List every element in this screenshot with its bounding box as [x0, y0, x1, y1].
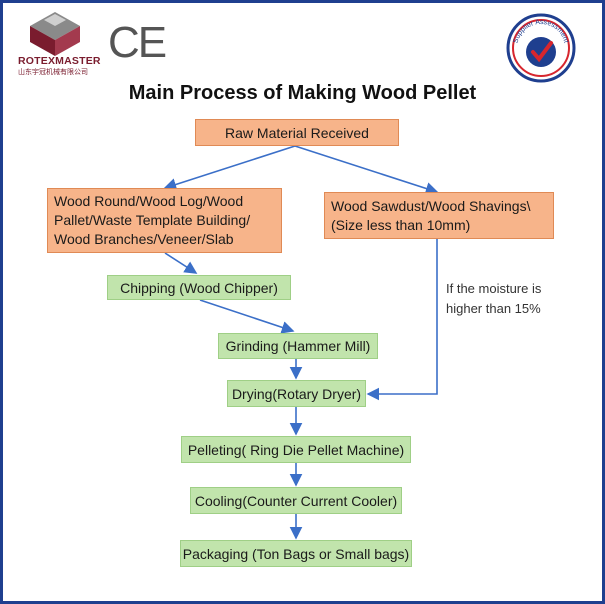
raw-material-box: Raw Material Received [195, 119, 399, 146]
sawdust-box: Wood Sawdust/Wood Shavings\ (Size less t… [324, 192, 554, 239]
arrow-chipping-to-grinding [199, 299, 295, 334]
pelleting-box: Pelleting( Ring Die Pellet Machine) [181, 436, 411, 463]
arrow-raw-to-wood-round [163, 145, 296, 191]
cooling-label: Cooling(Counter Current Cooler) [194, 492, 398, 509]
arrow-raw-to-sawdust [294, 145, 439, 195]
packaging-label: Packaging (Ton Bags or Small bags) [182, 545, 410, 562]
drying-label: Drying(Rotary Dryer) [231, 385, 362, 402]
brand-name: ROTEXMASTER [18, 55, 101, 67]
moisture-note: If the moisture is higher than 15% [446, 281, 542, 316]
wood-round-label: Wood Round/Wood Log/Wood Pallet/Waste Te… [54, 193, 251, 247]
packaging-box: Packaging (Ton Bags or Small bags) [180, 540, 412, 567]
chipping-label: Chipping (Wood Chipper) [120, 279, 278, 296]
arrow-sawdust-to-drying [366, 239, 438, 401]
pelleting-label: Pelleting( Ring Die Pellet Machine) [187, 441, 405, 458]
page-title: Main Process of Making Wood Pellet [128, 82, 477, 104]
logo-mark-icon [30, 12, 80, 56]
brand-subtitle: 山东宇冠机械有限公司 [18, 69, 88, 76]
cooling-box: Cooling(Counter Current Cooler) [190, 487, 402, 514]
grinding-label: Grinding (Hammer Mill) [225, 338, 371, 354]
sawdust-label: Wood Sawdust/Wood Shavings\ (Size less t… [331, 197, 531, 233]
ce-mark: CE [108, 18, 167, 67]
raw-material-label: Raw Material Received [225, 124, 369, 141]
drying-box: Drying(Rotary Dryer) [227, 380, 366, 407]
chipping-box: Chipping (Wood Chipper) [107, 275, 291, 300]
arrow-wood-round-to-chipping [164, 252, 198, 274]
wood-round-box: Wood Round/Wood Log/Wood Pallet/Waste Te… [47, 188, 282, 253]
supplier-assessment-seal-icon: Supplier Assessment [506, 13, 576, 83]
rotexmaster-logo [20, 10, 110, 80]
grinding-box: Grinding (Hammer Mill) [218, 333, 378, 359]
